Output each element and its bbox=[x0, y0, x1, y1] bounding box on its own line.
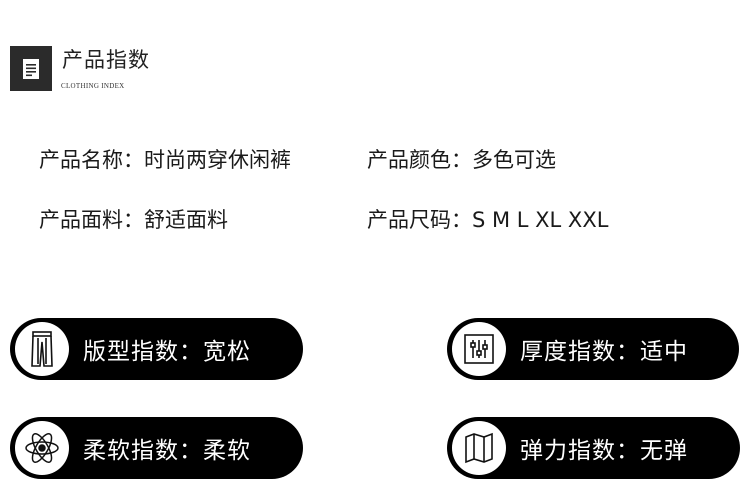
index-thickness-pill: 厚度指数：适中 bbox=[447, 318, 739, 380]
page-title: 产品指数 bbox=[62, 48, 150, 72]
spec-product-name: 产品名称：时尚两穿休闲裤 bbox=[39, 148, 291, 172]
index-fit-label: 版型指数：宽松 bbox=[83, 339, 251, 365]
index-softness-label: 柔软指数：柔软 bbox=[83, 438, 251, 464]
pants-icon bbox=[15, 322, 69, 376]
index-elasticity-pill: 弹力指数：无弹 bbox=[447, 417, 740, 479]
spec-product-size: 产品尺码：S M L XL XXL bbox=[367, 208, 609, 232]
page-subtitle: CLOTHING INDEX bbox=[61, 82, 125, 90]
atom-icon bbox=[15, 421, 69, 475]
index-softness-pill: 柔软指数：柔软 bbox=[10, 417, 303, 479]
sliders-icon bbox=[452, 322, 506, 376]
index-fit-pill: 版型指数：宽松 bbox=[10, 318, 303, 380]
index-thickness-label: 厚度指数：适中 bbox=[520, 339, 688, 365]
folded-map-icon bbox=[452, 421, 506, 475]
spec-product-color: 产品颜色：多色可选 bbox=[367, 148, 556, 172]
document-icon bbox=[10, 46, 52, 91]
index-elasticity-label: 弹力指数：无弹 bbox=[520, 438, 688, 464]
spec-product-fabric: 产品面料：舒适面料 bbox=[39, 208, 228, 232]
